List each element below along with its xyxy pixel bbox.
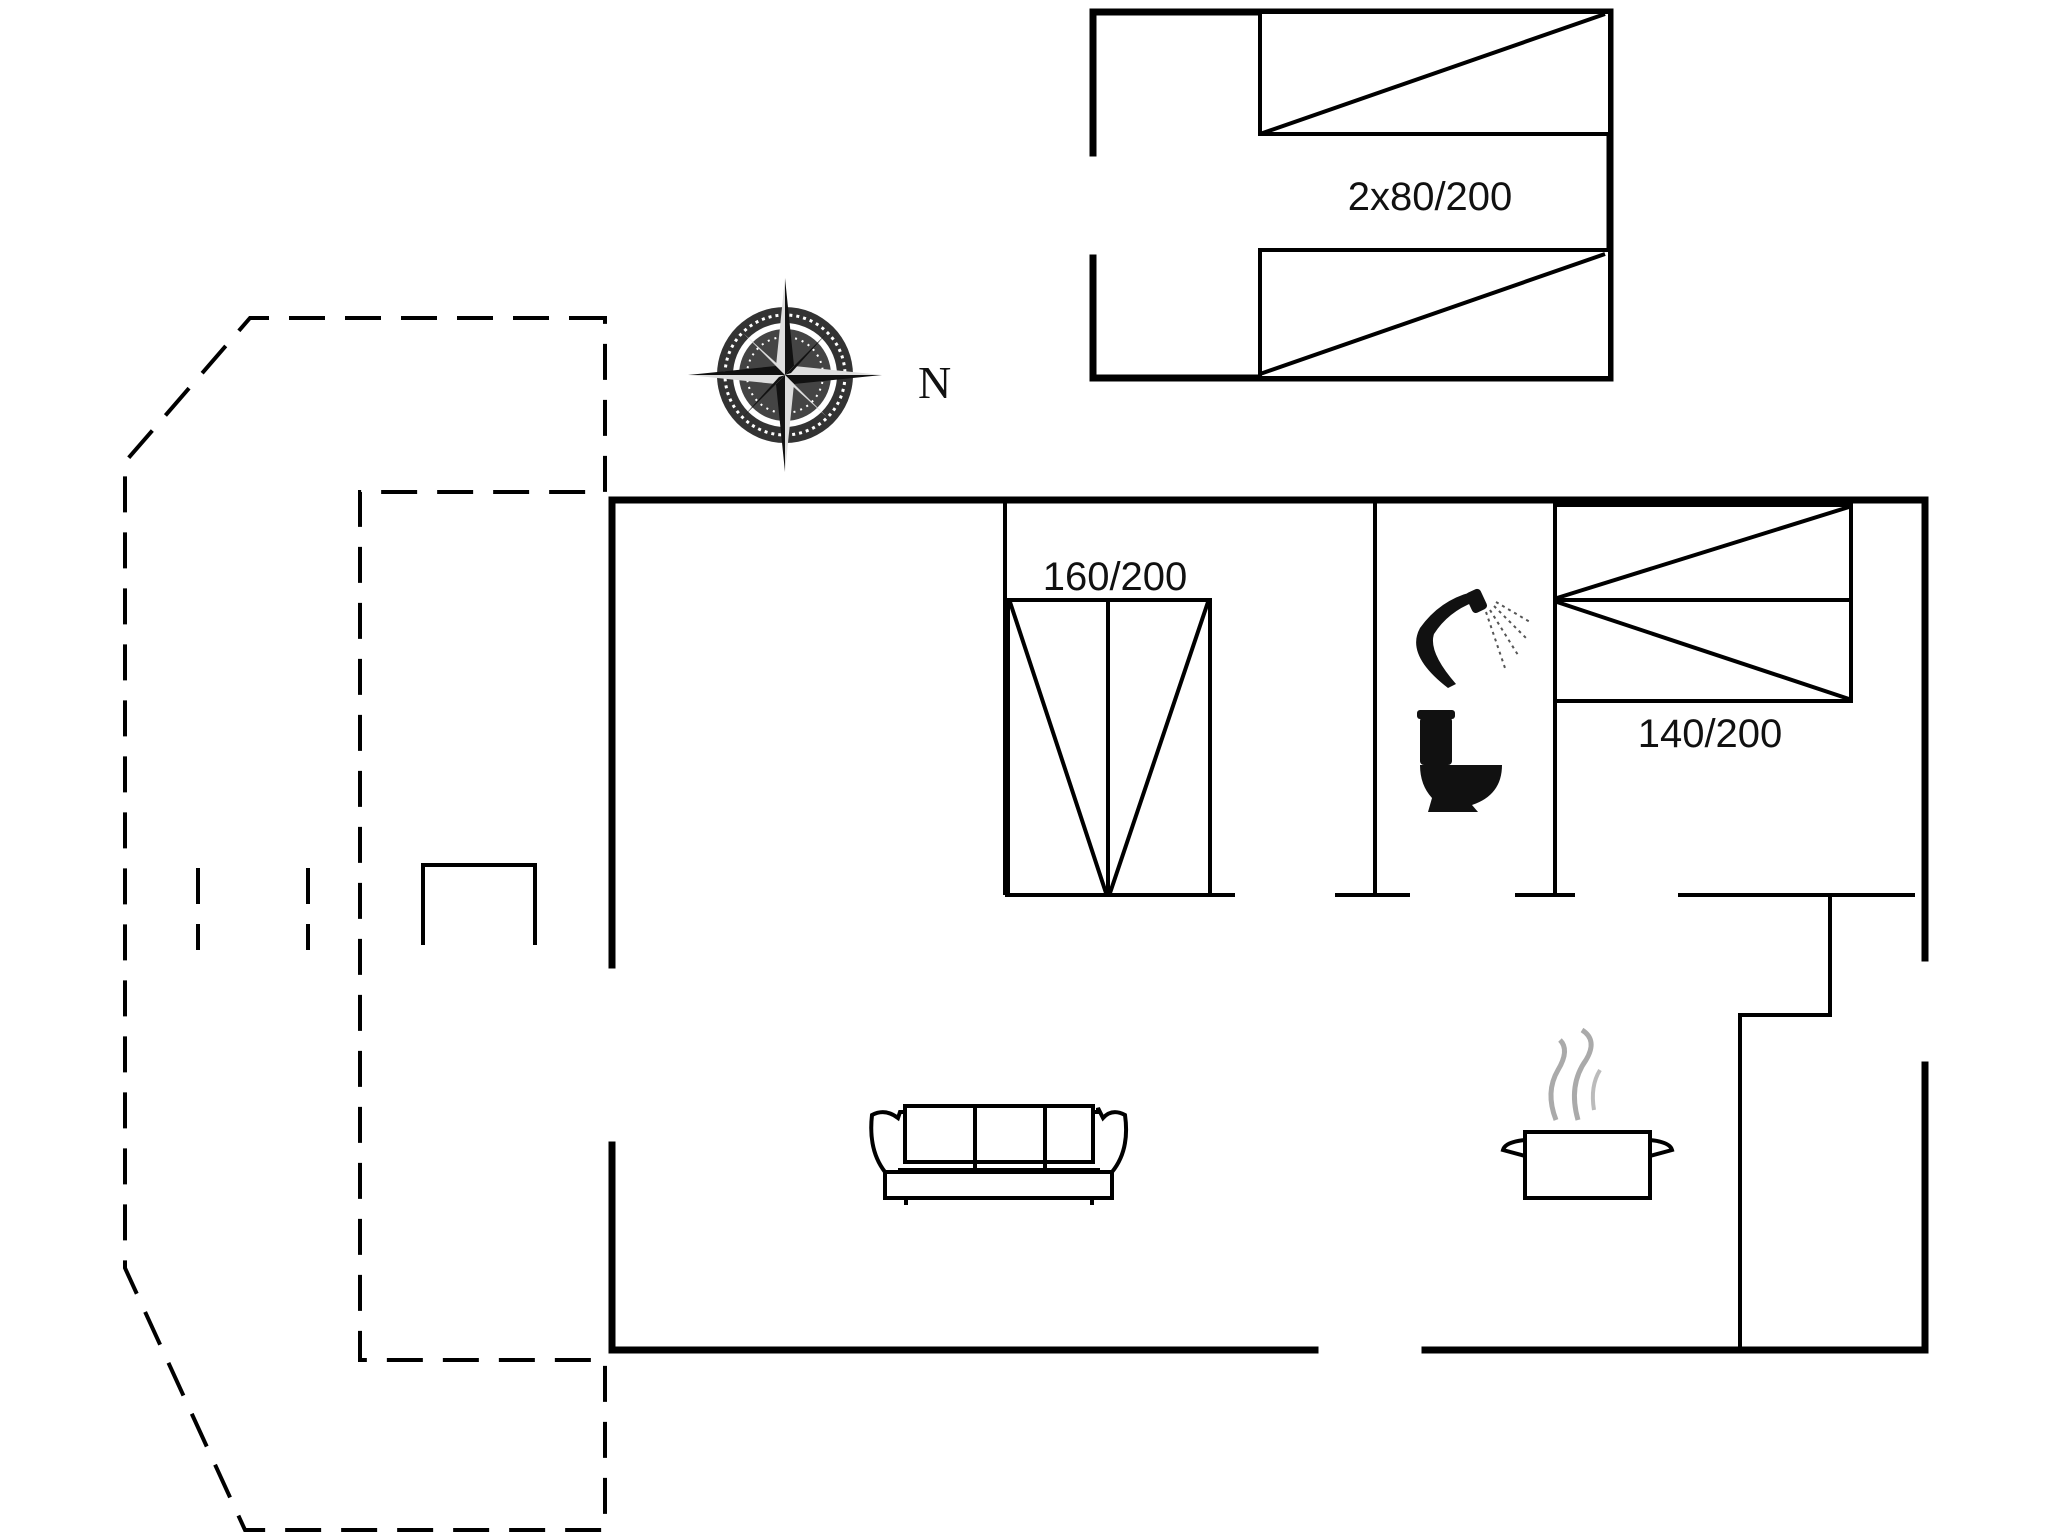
annex-bed-1 [1258, 10, 1612, 136]
annex-bed-size-label: 2x80/200 [1348, 175, 1513, 219]
shower-icon [1416, 588, 1531, 688]
compass-north-label: N [918, 357, 951, 408]
bedroom-2-bed-size-label: 140/200 [1638, 712, 1783, 756]
compass-rose-icon [688, 278, 882, 472]
cooking-pot-icon [1500, 1027, 1675, 1200]
annex-building: 2x80/200 [1089, 8, 1614, 382]
sofa-icon [869, 1104, 1129, 1205]
annex-bed-2 [1258, 248, 1612, 380]
house-walls [608, 496, 1929, 1354]
bedroom-2-bed [1553, 503, 1853, 703]
double-bed [1006, 598, 1212, 897]
terrace-outline [123, 316, 607, 1532]
toilet-icon [1417, 710, 1502, 812]
bedroom-1-bed-size-label: 160/200 [1043, 555, 1188, 599]
